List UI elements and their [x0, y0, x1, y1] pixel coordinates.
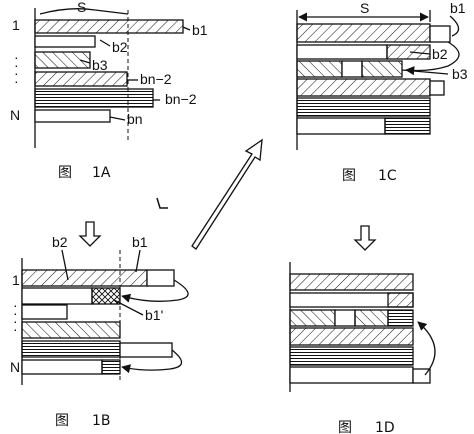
fig1b-caption-label: 1B: [92, 413, 111, 429]
fig1a-bar-bn: [34, 109, 111, 123]
fig1c-bar-5: [296, 97, 431, 117]
fig1b-bar-6: [21, 359, 103, 375]
fig1b-caption-char: 图: [55, 413, 69, 429]
fig1c-caption-label: 1C: [378, 168, 397, 184]
fig1b-curve-arrow-bottom: [121, 349, 183, 374]
fig1c-leader-b3: [401, 69, 449, 75]
fig1c-bar-b2-left: [296, 44, 388, 60]
fig1b-ellipsis-2: ·: [13, 305, 18, 321]
fig1b-bar-6-moved: [101, 359, 121, 375]
fig1c-leader-b1: [449, 15, 460, 37]
fig1a-ellipsis-3: ·: [14, 65, 19, 81]
fig1a-bar-b3: [34, 51, 91, 69]
arrow-1b-to-1c: [191, 138, 263, 250]
fig1c-caption-char: 图: [342, 168, 356, 184]
fig1d-bar-4: [289, 327, 414, 346]
fig1a-bar-bn2a: [34, 71, 128, 87]
fig1d-bar-1: [289, 273, 414, 291]
fig1b-label-b1prime: b1': [145, 307, 163, 323]
fig1a-row-top: 1: [12, 17, 20, 33]
fig1b-bar-5a: [21, 340, 121, 358]
fig1b-bar-5b: [119, 342, 173, 358]
fig1d-caption-label: 1D: [375, 420, 395, 434]
stray-mark: [156, 197, 168, 209]
fig1c-bar-6-left: [296, 117, 386, 135]
fig1d-bar-6-tail: [412, 368, 431, 384]
fig1c-bar-4: [296, 78, 431, 97]
fig1c-bar-b1-right: [429, 25, 451, 43]
fig1a-ellipsis: ·: [14, 49, 19, 65]
fig1a-label-b3: b3: [92, 57, 108, 73]
figure-1c: S b1 b2 b3 图 1C: [296, 0, 468, 184]
fig1c-width-label: S: [360, 0, 369, 16]
fig1b-leader-b1: [135, 249, 141, 273]
fig1c-bar-b1-left: [296, 23, 431, 43]
fig1b-bar-b1prime: [91, 287, 121, 305]
fig1a-bar-bn2b: [34, 88, 154, 108]
fig1a-bar-b1: [34, 19, 184, 34]
fig1a-leader-bn: [109, 116, 126, 121]
fig1a-width-brace: [39, 8, 129, 15]
fig1b-bar-3: [21, 304, 68, 320]
arrow-1a-to-1b: [78, 221, 102, 247]
fig1a-ellipsis-2: ·: [14, 57, 19, 73]
fig1d-bar-2-fill: [387, 292, 414, 308]
arrow-1c-to-1d: [353, 225, 377, 251]
fig1d-bar-5: [289, 346, 414, 366]
fig1c-bar-b2-right: [386, 44, 431, 60]
fig1c-bar-b3-left: [296, 60, 343, 78]
fig1a-ellipsis-4: ·: [14, 73, 19, 89]
fig1d-bar-3-right: [354, 309, 389, 327]
fig1a-width-label: S: [77, 0, 86, 15]
fig1d-caption-char: 图: [338, 420, 352, 434]
fig1b-ellipsis-1: ·: [13, 297, 18, 313]
fig1a-label-bn2a: bn−2: [140, 71, 172, 87]
fig1d-bar-3-left: [289, 309, 336, 327]
fig1b-label-b2: b2: [52, 234, 68, 250]
fig1b-leader-b2: [61, 249, 69, 281]
fig1b-ellipsis-3: ·: [13, 313, 18, 329]
fig1d-curve-arrow: [417, 321, 436, 376]
fig1c-curve-arrow: [405, 41, 460, 76]
fig1b-curve-arrow-top: [121, 279, 189, 303]
fig1a-label-b1: b1: [192, 22, 208, 38]
fig1a-label-bn: bn: [127, 111, 143, 127]
fig1c-bar-b3-right: [361, 60, 403, 78]
fig1b-label-b1: b1: [132, 234, 148, 250]
figure-1b: 1 · · · · N b2 b1 b1' 图 1B: [10, 234, 189, 429]
fig1c-label-b3: b3: [452, 66, 468, 82]
figure-1a: S 1 · · · · N b1 b2 b3 bn−2 bn−2 bn 图 1A: [10, 0, 208, 181]
fig1d-bar-6: [289, 366, 414, 384]
fig1c-bar-b3-mid: [341, 60, 363, 78]
fig1c-label-b2: b2: [432, 46, 448, 62]
figure-1d: 图 1D: [289, 262, 436, 434]
fig1d-bar-3-mid: [334, 309, 356, 327]
fig1a-bar-b2: [34, 35, 96, 48]
fig1a-leader-b2: [99, 39, 111, 47]
fig1a-caption-char: 图: [58, 165, 72, 181]
fig1a-label-b2: b2: [112, 39, 128, 55]
fig1b-bar-4: [21, 321, 121, 339]
fig1c-bar-6-right: [384, 117, 431, 135]
fig1b-leader-b1prime: [113, 299, 144, 316]
fig1a-leader-b1: [182, 26, 191, 31]
fig1a-leader-b3: [79, 59, 91, 64]
fig1a-caption-label: 1A: [92, 165, 111, 181]
fig1b-row-bottom: N: [10, 359, 20, 375]
fig1d-bar-3-moved: [387, 309, 414, 327]
fig1b-bar-b2: [21, 287, 93, 305]
fig1b-ellipsis-4: ·: [13, 321, 18, 337]
fig1b-bar-b1-left: [21, 269, 148, 287]
fig1b-row-top: 1: [12, 272, 20, 288]
fig1c-leader-b2: [409, 51, 431, 55]
fig1a-label-bn2b: bn−2: [165, 91, 197, 107]
fig1a-row-bottom: N: [10, 107, 20, 123]
fig1c-bar-4-tail: [429, 80, 445, 96]
fig1c-label-b1: b1: [450, 0, 466, 16]
fig1b-bar-b1-right: [146, 269, 175, 287]
